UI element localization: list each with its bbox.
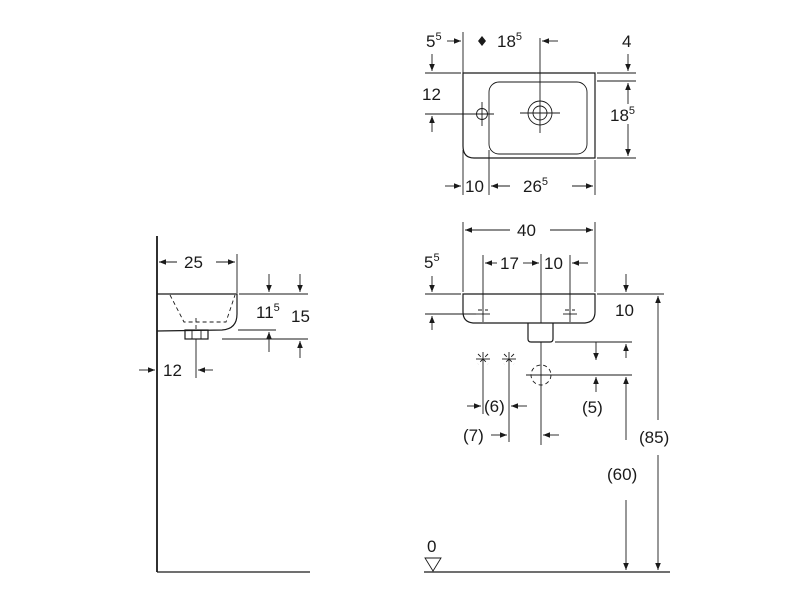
- front-tap-right-mark: [563, 306, 577, 322]
- front-dim-rim-from-floor: (85): [639, 428, 669, 447]
- front-supply-right-symbol: [502, 352, 516, 366]
- side-view-basin: [156, 293, 238, 332]
- top-view-bowl: [488, 81, 588, 155]
- front-dim-tap-right: 10: [544, 254, 563, 273]
- top-dim-left-edge: 55: [426, 31, 442, 51]
- top-dim-rim-left: 10: [465, 177, 484, 196]
- front-dim-drain-height: (60): [607, 465, 637, 484]
- front-view-basin: [462, 293, 596, 324]
- front-floor-level-triangle: [424, 557, 442, 572]
- top-dim-tap-to-waste: 185: [497, 31, 522, 51]
- front-view: 40 17 10 55 10: [424, 221, 670, 573]
- side-dim-waste-offset: 12: [163, 361, 182, 380]
- front-dim-rim-height: 55: [424, 252, 440, 272]
- top-dim-bowl-width: 265: [523, 176, 548, 196]
- side-dim-total-height: 15: [291, 307, 310, 326]
- top-dim-waste-depth: 185: [610, 105, 635, 125]
- side-dim-bowl-height: 115: [256, 302, 280, 322]
- side-view-waste-outlet: [184, 329, 209, 340]
- front-dim-width: 40: [517, 221, 536, 240]
- top-dim-right-edge: 4: [622, 32, 631, 51]
- front-dim-supply-7: (7): [463, 426, 484, 445]
- top-tap-centre-mark: [478, 36, 486, 46]
- top-view: 55 185 4 12 185 10 265: [422, 31, 644, 196]
- front-dim-supply-6: (6): [484, 397, 505, 416]
- front-supply-left-symbol: [476, 352, 490, 366]
- top-view-basin-outline: [462, 72, 596, 159]
- side-view: 25 115 15 12: [139, 236, 310, 573]
- side-view-bowl-dashed: [169, 294, 236, 323]
- front-dim-basin-height: 10: [615, 301, 634, 320]
- top-dim-tap-depth: 12: [422, 85, 441, 104]
- front-dim-drain-5: (5): [582, 398, 603, 417]
- front-dim-tap-left: 17: [500, 254, 519, 273]
- front-tap-left-mark: [476, 306, 490, 322]
- front-view-waste: [527, 323, 554, 343]
- side-dim-depth: 25: [184, 253, 203, 272]
- front-floor-level: 0: [427, 537, 436, 556]
